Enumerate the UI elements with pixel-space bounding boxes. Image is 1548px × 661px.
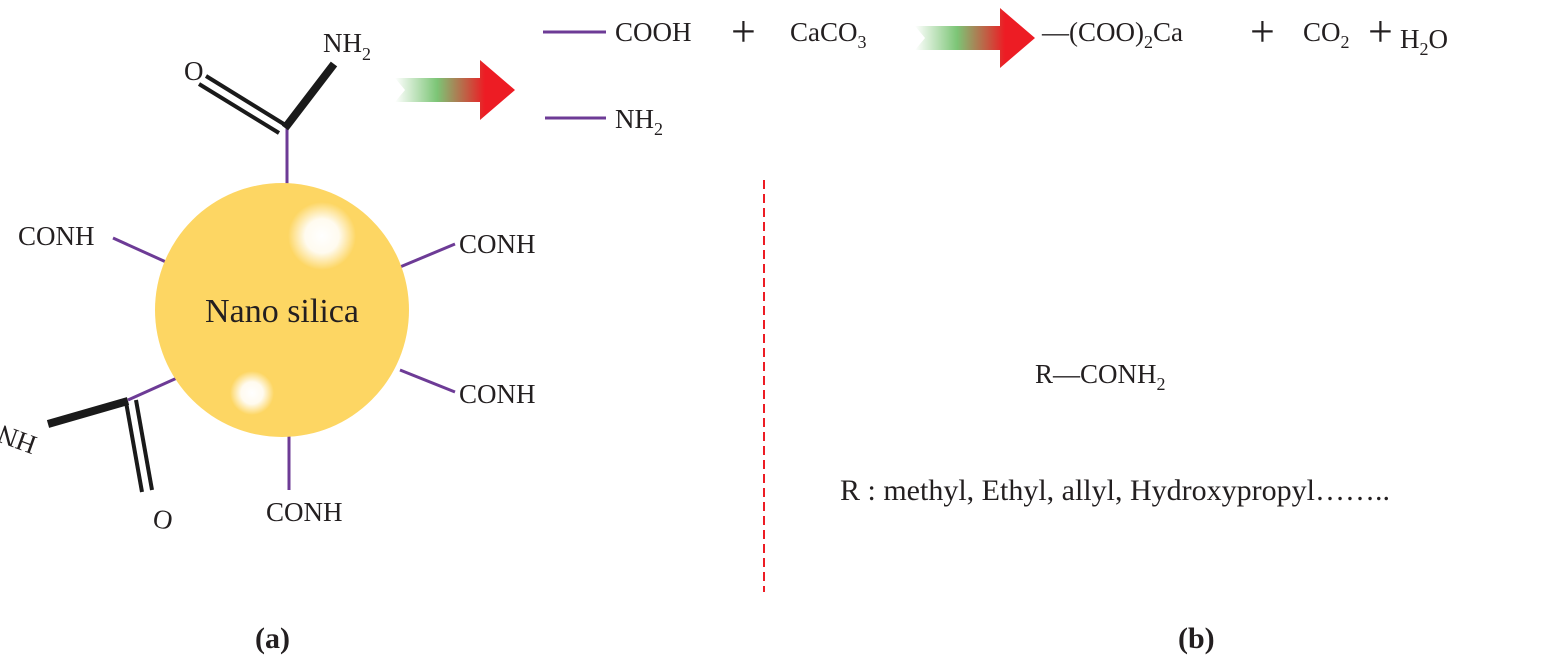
double-bond-top-2 — [197, 82, 281, 135]
bond-right-lower — [399, 368, 456, 394]
amine-group: NH2 — [615, 104, 663, 139]
r-group-list: R : methyl, Ethyl, allyl, Hydroxypropyl…… — [840, 474, 1390, 507]
plus-sign: + — [1250, 7, 1275, 56]
group-right-lower: CONH — [459, 379, 536, 409]
panel-a: O NH2 Nano silica CONH CONH CONH CONH HN… — [0, 28, 536, 655]
group-right-upper: CONH — [459, 229, 536, 259]
product-co2: CO2 — [1303, 17, 1350, 52]
bond-nh2 — [281, 61, 338, 131]
top-oxygen: O — [184, 56, 204, 86]
reactant-cooh: COOH — [615, 17, 692, 47]
double-bond-bottom-2 — [134, 399, 154, 491]
arrow-right-icon — [395, 60, 515, 120]
bond-right-upper — [399, 242, 456, 269]
amide-formula: R—CONH2 — [1035, 359, 1166, 394]
particle-label: Nano silica — [205, 293, 359, 330]
bond-hn — [46, 397, 130, 428]
group-left: CONH — [18, 221, 95, 251]
bond-lower-left — [127, 376, 178, 402]
reactant-caco3: CaCO3 — [790, 17, 867, 52]
bottom-oxygen: O — [151, 503, 175, 536]
highlight — [230, 371, 274, 415]
panel-b: COOH + CaCO3 —(COO)2Ca + CO2 + H2O NH2 R… — [543, 7, 1448, 655]
caption-b: (b) — [1178, 622, 1215, 655]
top-amine: NH2 — [323, 28, 371, 64]
highlight — [288, 202, 356, 270]
arrow-right-icon — [915, 8, 1035, 68]
plus-sign: + — [731, 7, 756, 56]
plus-sign: + — [1368, 7, 1393, 56]
product-calcium-carboxylate: —(COO)2Ca — [1041, 17, 1183, 52]
group-bottom: CONH — [266, 497, 343, 527]
bond-left — [112, 236, 167, 264]
bottom-hn: HN — [0, 419, 40, 461]
double-bond-top-1 — [204, 74, 289, 128]
product-h2o: H2O — [1400, 24, 1448, 59]
caption-a: (a) — [255, 622, 290, 655]
double-bond-bottom-1 — [124, 401, 144, 493]
